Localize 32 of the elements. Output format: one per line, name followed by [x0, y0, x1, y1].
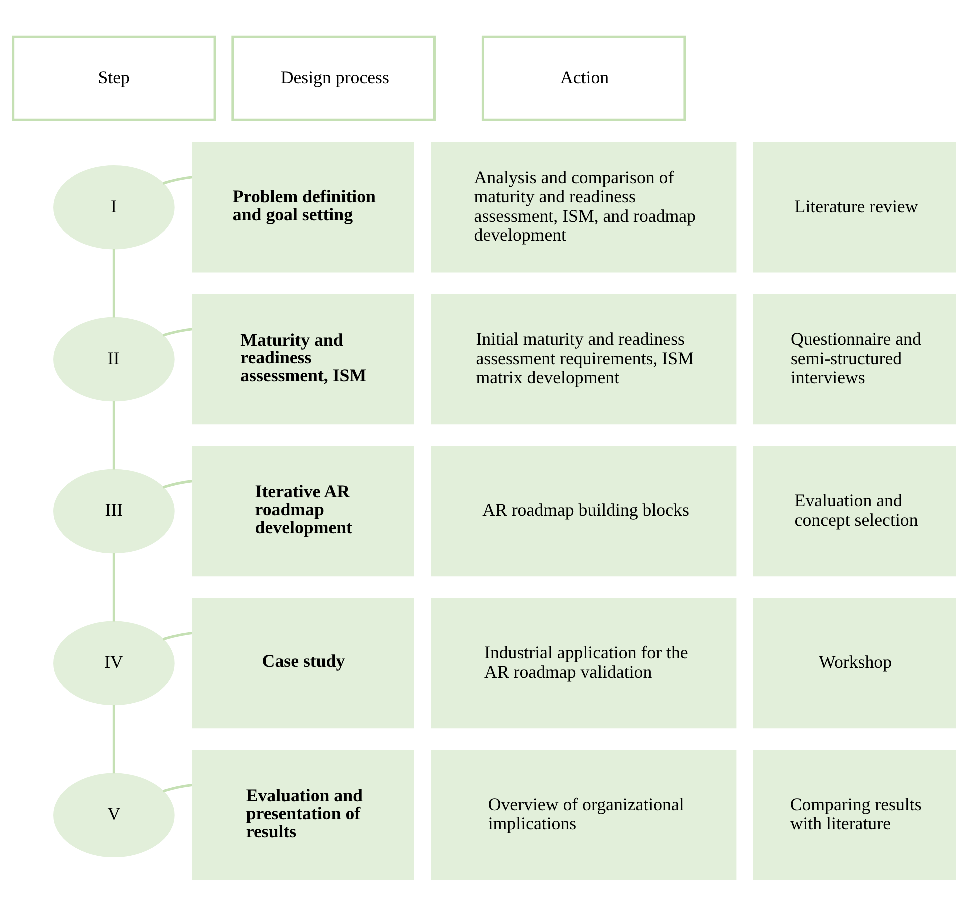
node-box: Industrial application for the AR roadmap validation	[432, 598, 737, 729]
node-box: Case study	[192, 598, 414, 729]
node-ellipse: I	[54, 165, 175, 250]
node-ellipse: III	[54, 469, 175, 554]
node-box: Maturity and readiness assessment, ISM	[192, 294, 414, 425]
node-box: Design process	[232, 36, 436, 122]
node-box: Step	[12, 36, 216, 122]
node-box: Action	[482, 36, 686, 122]
node-box: Evaluation and presentation of results	[192, 750, 414, 881]
node-box: Analysis and comparison of maturity and readiness assessment, ISM, and roadmap development	[432, 142, 737, 273]
node-box: Initial maturity and readiness assessment requirements, ISM matrix development	[432, 294, 737, 425]
node-box: AR roadmap building blocks	[432, 446, 737, 577]
connector	[112, 401, 116, 470]
node-box: Workshop	[753, 598, 956, 729]
node-box: Literature review	[753, 142, 956, 273]
node-box: Overview of organizational implications	[432, 750, 737, 881]
connector	[162, 176, 192, 185]
connector	[112, 249, 116, 318]
connector	[162, 632, 192, 641]
connector	[162, 328, 192, 337]
node-box: Iterative AR roadmap development	[192, 446, 414, 577]
node-ellipse: IV	[54, 621, 175, 706]
node-box: Evaluation and concept selection	[753, 446, 956, 577]
connector	[162, 784, 192, 793]
connector	[112, 553, 116, 622]
connector	[112, 705, 116, 774]
node-box: Problem definition and goal setting	[192, 142, 414, 273]
connector	[162, 480, 192, 489]
node-box: Comparing results with literature	[753, 750, 956, 881]
node-box: Questionnaire and semi-structured interviews	[753, 294, 956, 425]
node-ellipse: V	[54, 773, 175, 858]
node-ellipse: II	[54, 317, 175, 402]
